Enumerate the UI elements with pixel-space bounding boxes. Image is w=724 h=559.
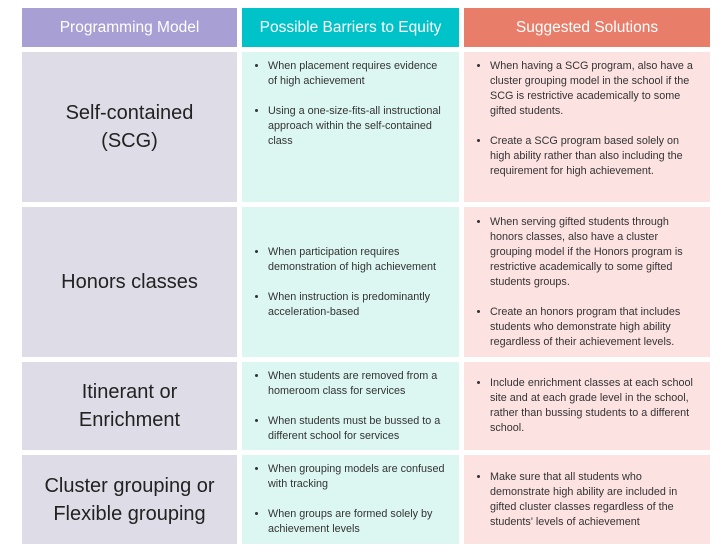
model-cell: Self-contained (SCG) xyxy=(22,52,237,202)
barrier-item: When students are removed from a homeroo… xyxy=(268,369,449,399)
barrier-item: When groups are formed solely by achieve… xyxy=(268,507,449,537)
model-cell: Cluster grouping or Flexible grouping xyxy=(22,455,237,544)
solution-item: When having a SCG program, also have a c… xyxy=(490,59,700,119)
solution-item: Create an honors program that includes s… xyxy=(490,305,700,350)
barrier-item: When placement requires evidence of high… xyxy=(268,59,449,89)
model-label: Itinerant or Enrichment xyxy=(78,381,181,431)
solution-item: Make sure that all students who demonstr… xyxy=(490,470,700,530)
barriers-cell: When grouping models are confused with t… xyxy=(242,455,459,544)
barriers-cell: When students are removed from a homeroo… xyxy=(242,362,459,450)
model-cell: Itinerant or Enrichment xyxy=(22,362,237,450)
barrier-item: When participation requires demonstratio… xyxy=(268,245,449,275)
barrier-item: Using a one-size-fits-all instructional … xyxy=(268,104,449,149)
header-barriers: Possible Barriers to Equity xyxy=(242,8,459,47)
barrier-item: When grouping models are confused with t… xyxy=(268,462,449,492)
equity-table: Programming Model Possible Barriers to E… xyxy=(22,8,710,544)
header-programming-model: Programming Model xyxy=(22,8,237,47)
barriers-cell: When placement requires evidence of high… xyxy=(242,52,459,202)
solutions-cell: Make sure that all students who demonstr… xyxy=(464,455,710,544)
model-cell: Honors classes xyxy=(22,207,237,357)
model-label: Honors classes xyxy=(61,271,198,293)
solutions-cell: Include enrichment classes at each schoo… xyxy=(464,362,710,450)
barrier-item: When students must be bussed to a differ… xyxy=(268,414,449,444)
barrier-item: When instruction is predominantly accele… xyxy=(268,290,449,320)
solution-item: Create a SCG program based solely on hig… xyxy=(490,134,700,179)
solutions-cell: When having a SCG program, also have a c… xyxy=(464,52,710,202)
barriers-cell: When participation requires demonstratio… xyxy=(242,207,459,357)
model-label: Cluster grouping or Flexible grouping xyxy=(44,474,215,525)
solutions-cell: When serving gifted students through hon… xyxy=(464,207,710,357)
solution-item: Include enrichment classes at each schoo… xyxy=(490,376,700,436)
model-label: Self-contained (SCG) xyxy=(65,102,194,152)
solution-item: When serving gifted students through hon… xyxy=(490,215,700,290)
header-solutions: Suggested Solutions xyxy=(464,8,710,47)
